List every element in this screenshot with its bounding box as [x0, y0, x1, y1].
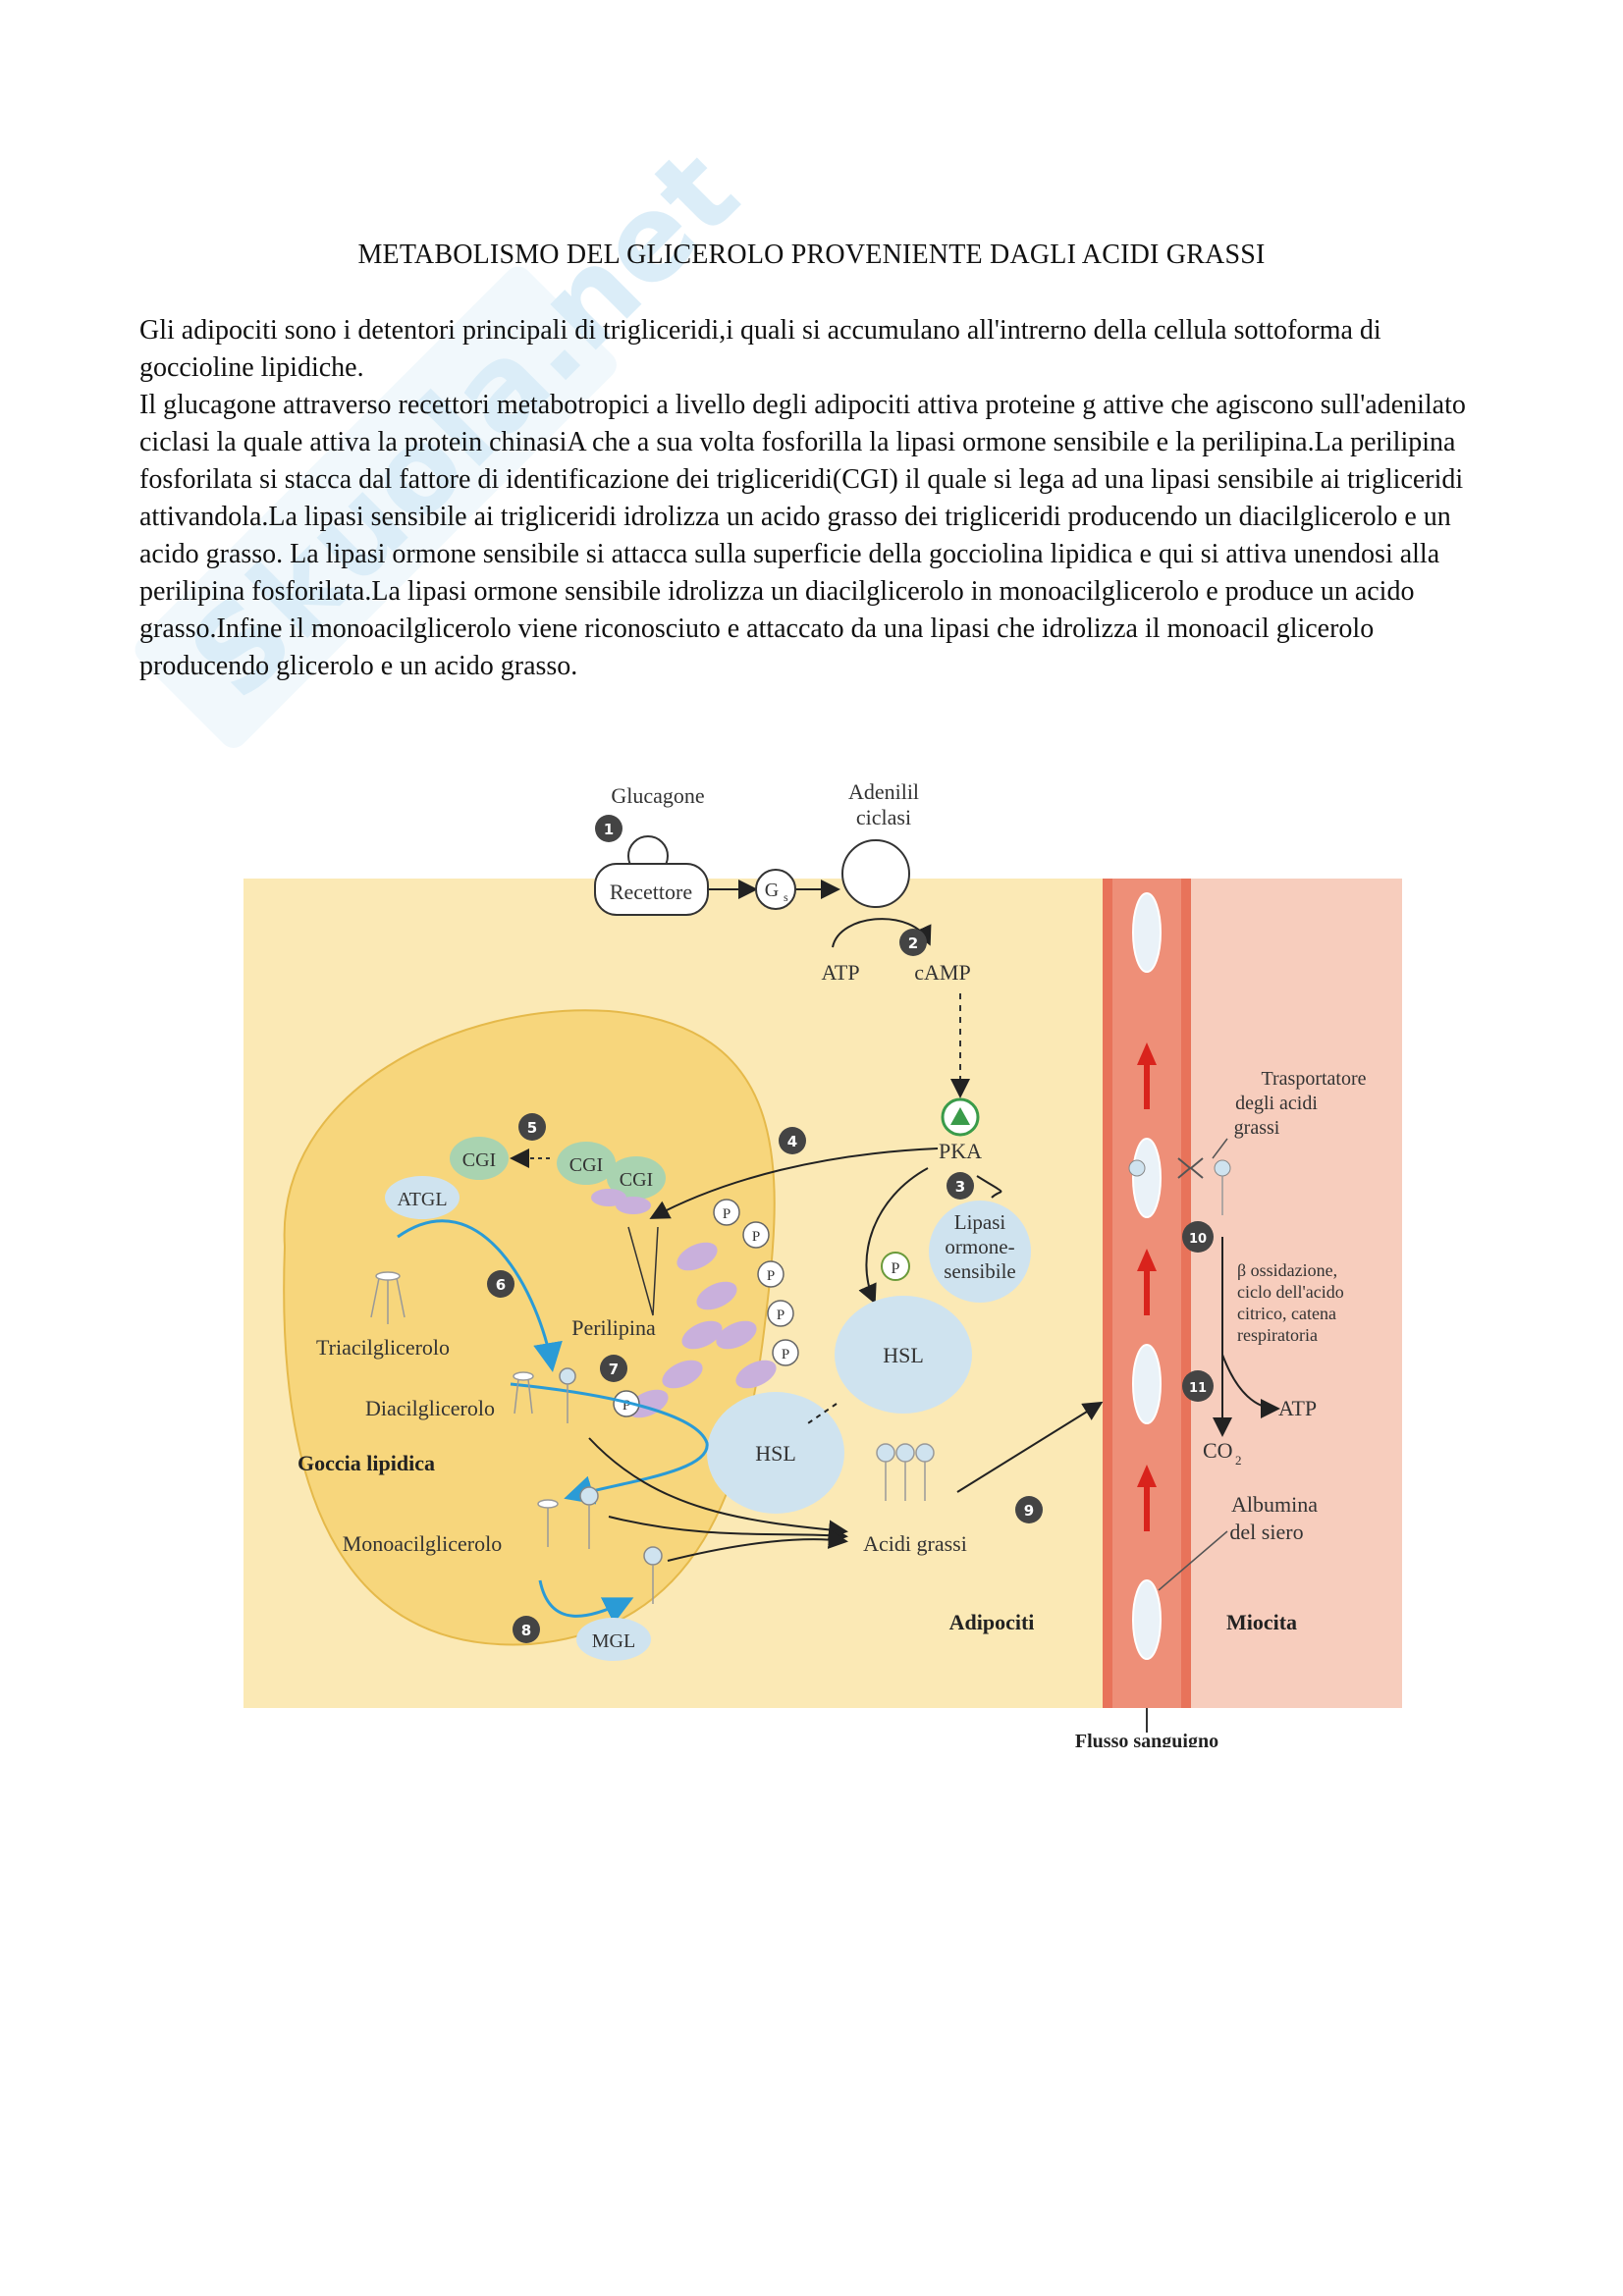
- label-triacil: Triacilglicerolo: [316, 1335, 450, 1360]
- blood-flow-arrows: [1137, 1042, 1157, 1531]
- svg-text:P: P: [767, 1268, 775, 1284]
- label-miocita: Miocita: [1226, 1610, 1297, 1634]
- svg-text:5: 5: [527, 1119, 537, 1137]
- label-trasp-3: grassi: [1234, 1117, 1280, 1139]
- step9-arrow: [956, 1401, 1104, 1493]
- label-perilipina: Perilipina: [571, 1315, 656, 1340]
- pka-perilipin-arrow: [649, 1148, 939, 1219]
- label-mgl: MGL: [592, 1630, 635, 1652]
- label-cgi-1: CGI: [462, 1149, 496, 1171]
- document-title: METABOLISMO DEL GLICEROLO PROVENIENTE DA…: [357, 240, 1266, 270]
- label-monoacil: Monoacilglicerolo: [343, 1531, 503, 1556]
- label-gs-sub: s: [784, 890, 788, 904]
- label-recettore: Recettore: [610, 880, 692, 904]
- svg-text:P: P: [752, 1229, 760, 1245]
- step6-arrow: [397, 1219, 563, 1372]
- cgi-bound-1: [557, 1142, 616, 1185]
- label-gs: G: [765, 880, 779, 901]
- paragraph-1: Gli adipociti sono i detentori principal…: [139, 315, 1381, 383]
- step-markers: 1 2 3 4 5 6 7 8 9 10 11: [487, 815, 1214, 1643]
- svg-text:1: 1: [604, 821, 614, 838]
- svg-text:11: 11: [1189, 1381, 1207, 1396]
- label-atp: ATP: [821, 960, 859, 985]
- svg-text:10: 10: [1189, 1232, 1207, 1247]
- lipasi-ormone-sensibile: [929, 1201, 1031, 1303]
- step7-arrow: [510, 1382, 709, 1505]
- label-lipasi-1: Lipasi: [954, 1210, 1006, 1234]
- svg-text:2: 2: [1235, 1453, 1242, 1468]
- label-trasp-1: Trasportatore: [1261, 1068, 1366, 1090]
- label-atgl: ATGL: [397, 1189, 447, 1210]
- label-beta-1: β ossidazione,: [1237, 1260, 1337, 1280]
- cgi-bound-2: [607, 1156, 666, 1200]
- transporter-icon: [1177, 1157, 1204, 1179]
- adenylyl-cyclase: [841, 839, 910, 908]
- svg-text:4: 4: [787, 1133, 797, 1150]
- label-albumina-1: Albumina: [1231, 1492, 1318, 1517]
- svg-text:P: P: [782, 1347, 789, 1362]
- svg-text:7: 7: [609, 1361, 619, 1378]
- fatty-acids: [876, 1443, 935, 1501]
- label-hsl-1: HSL: [883, 1343, 924, 1367]
- label-adipociti: Adipociti: [949, 1610, 1035, 1634]
- svg-text:P: P: [892, 1260, 900, 1277]
- receptor-shape: [594, 863, 709, 916]
- svg-text:8: 8: [521, 1622, 531, 1639]
- label-lipasi-3: sensibile: [944, 1259, 1016, 1283]
- label-pka: PKA: [939, 1139, 982, 1163]
- svg-text:3: 3: [955, 1178, 965, 1196]
- mgl: [576, 1618, 651, 1661]
- label-cgi-2: CGI: [569, 1154, 603, 1176]
- label-lipasi-2: ormone-: [945, 1235, 1014, 1258]
- step8-arrow: [538, 1579, 634, 1625]
- phosphate-icon: [881, 1252, 910, 1281]
- label-hsl-2: HSL: [755, 1441, 796, 1466]
- monoacylglycerol-molecule: [537, 1486, 663, 1604]
- label-goccia: Goccia lipidica: [298, 1451, 435, 1475]
- label-beta-3: citrico, catena: [1237, 1304, 1336, 1323]
- svg-text:9: 9: [1024, 1502, 1034, 1520]
- label-atp-2: ATP: [1278, 1396, 1317, 1420]
- label-glucagone: Glucagone: [611, 783, 704, 808]
- label-camp: cAMP: [914, 960, 970, 985]
- svg-text:2: 2: [908, 934, 918, 952]
- gs-protein: [755, 869, 796, 910]
- svg-text:P: P: [622, 1398, 630, 1414]
- svg-text:P: P: [723, 1206, 730, 1222]
- label-adenilil-2: ciclasi: [856, 805, 911, 829]
- label-adenilil-1: Adenilil: [848, 779, 919, 804]
- paragraph-2: Il glucagone attraverso recettori metabo…: [139, 390, 1466, 681]
- hsl-phosphorylated: [835, 1296, 972, 1414]
- albumin-carriers: [1132, 892, 1162, 1660]
- label-beta-4: respiratoria: [1237, 1325, 1318, 1345]
- label-cgi-3: CGI: [620, 1169, 653, 1191]
- label-trasp-2: degli acidi: [1235, 1093, 1318, 1114]
- label-acidi-grassi: Acidi grassi: [863, 1531, 967, 1556]
- label-albumina-2: del siero: [1229, 1520, 1303, 1544]
- label-diacil: Diacilglicerolo: [365, 1396, 495, 1420]
- label-flusso: Flusso sanguigno: [1075, 1731, 1218, 1747]
- document-body: Gli adipociti sono i detentori principal…: [139, 312, 1494, 685]
- label-beta-2: ciclo dell'acido: [1237, 1282, 1344, 1302]
- triacylglycerol-molecule: [370, 1271, 406, 1324]
- cgi-free: [450, 1137, 509, 1180]
- diacylglycerol-molecule: [513, 1367, 576, 1423]
- label-co2: CO: [1203, 1438, 1233, 1463]
- svg-text:6: 6: [496, 1276, 506, 1294]
- lipolysis-diagram: Recettore Glucagone G s Adenilil ciclasi…: [243, 779, 1402, 1747]
- atgl: [385, 1176, 460, 1219]
- phosphate-group: P P P P P P: [613, 1199, 799, 1417]
- myocyte-region: [1191, 879, 1402, 1708]
- svg-text:P: P: [777, 1308, 784, 1323]
